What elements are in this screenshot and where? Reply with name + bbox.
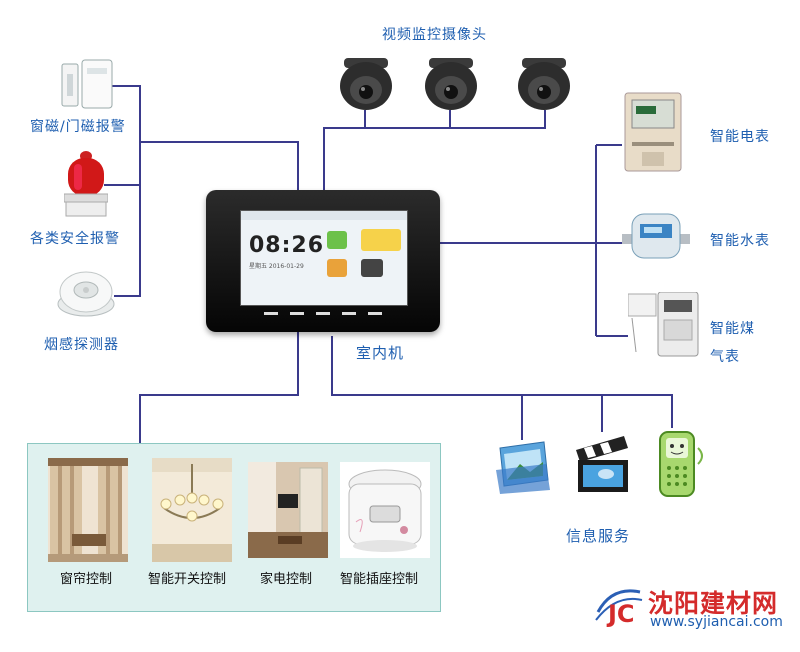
water-meter-icon bbox=[622, 208, 690, 264]
curtain-photo bbox=[48, 458, 128, 562]
screen-date: 星期五 2016-01-29 bbox=[249, 263, 304, 270]
living-room-photo bbox=[248, 462, 328, 558]
watermark-url: www.syjiancai.com bbox=[650, 614, 783, 630]
curtain-label: 窗帘控制 bbox=[60, 572, 113, 587]
dome-camera-icon bbox=[514, 56, 574, 112]
switch-label: 智能开关控制 bbox=[148, 572, 227, 587]
screen-status-bar bbox=[241, 211, 407, 220]
watermark-title: 沈阳建材网 bbox=[648, 589, 779, 618]
gas-meter-label-line1: 智能煤 bbox=[710, 321, 755, 337]
home-control-panel: 窗帘控制 智能开关控制 家电控制 bbox=[27, 443, 441, 612]
alarm-light-icon bbox=[63, 150, 109, 218]
hardware-button bbox=[316, 312, 330, 315]
app-tile-icon bbox=[327, 259, 347, 277]
alarm-label: 各类安全报警 bbox=[30, 231, 120, 247]
gas-meter-icon bbox=[627, 291, 700, 358]
hardware-button bbox=[290, 312, 304, 315]
appliance-label: 家电控制 bbox=[260, 572, 313, 587]
app-tile-icon bbox=[361, 259, 383, 277]
hardware-button bbox=[264, 312, 278, 315]
rice-cooker-photo bbox=[340, 462, 430, 558]
door-sensor-icon bbox=[60, 58, 116, 110]
socket-label: 智能插座控制 bbox=[340, 572, 419, 587]
app-tile-icon bbox=[327, 231, 347, 249]
hardware-button bbox=[342, 312, 356, 315]
photo-gallery-icon bbox=[494, 440, 552, 494]
dome-camera-icon bbox=[421, 56, 481, 112]
clapperboard-icon bbox=[572, 432, 632, 494]
door-sensor-label: 窗磁/门磁报警 bbox=[30, 119, 126, 135]
indoor-unit-device: 08:26 星期五 2016-01-29 bbox=[206, 190, 440, 332]
smoke-detector-icon bbox=[56, 268, 116, 320]
indoor-unit-screen: 08:26 星期五 2016-01-29 bbox=[240, 210, 408, 306]
site-logo-icon: JC bbox=[592, 582, 644, 628]
electric-meter-label: 智能电表 bbox=[710, 129, 770, 145]
dome-camera-icon bbox=[336, 56, 396, 112]
screen-clock: 08:26 bbox=[249, 233, 325, 258]
hardware-button bbox=[368, 312, 382, 315]
mobile-phone-icon bbox=[654, 428, 712, 500]
svg-text:JC: JC bbox=[606, 600, 635, 628]
app-tile-icon bbox=[361, 229, 401, 251]
chandelier-photo bbox=[152, 458, 232, 562]
cameras-label: 视频监控摄像头 bbox=[382, 27, 487, 43]
smoke-detector-label: 烟感探测器 bbox=[44, 337, 119, 353]
info-service-label: 信息服务 bbox=[566, 527, 631, 545]
gas-meter-label-line2: 气表 bbox=[710, 349, 740, 365]
water-meter-label: 智能水表 bbox=[710, 233, 770, 249]
electric-meter-icon bbox=[624, 92, 682, 172]
indoor-unit-label: 室内机 bbox=[356, 344, 405, 362]
